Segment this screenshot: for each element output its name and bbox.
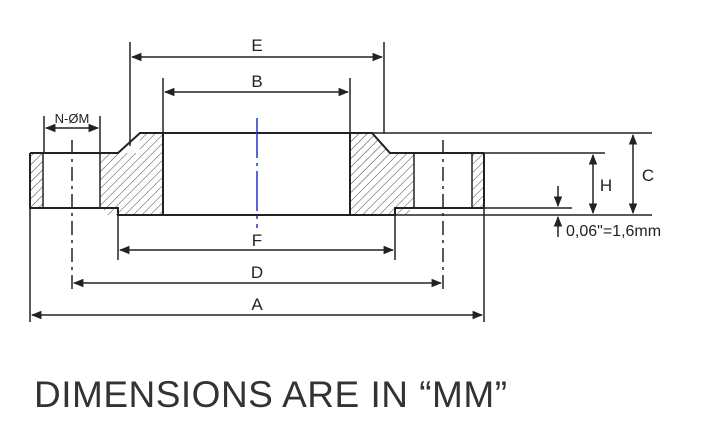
dimension-lines: [30, 52, 638, 320]
label-n-dia: N-ØM: [55, 111, 90, 126]
label-raised-face: 0,06"=1,6mm: [566, 223, 661, 240]
dimension-labels: E B N-ØM F D A C H 0,06"=1,6mm: [55, 36, 661, 314]
label-d: D: [251, 263, 263, 282]
label-c: C: [642, 166, 654, 185]
bolt-hole-centerlines: [71, 140, 444, 292]
hub-section-left: [104, 133, 163, 215]
flange-dimension-drawing: E B N-ØM F D A C H 0,06"=1,6mm: [29, 36, 661, 322]
bolt-hole-wall-right: [410, 153, 414, 208]
flange-section-right: [472, 153, 484, 208]
label-h: H: [600, 176, 612, 195]
label-a: A: [251, 295, 263, 314]
extension-lines: [29, 42, 485, 322]
label-f: F: [252, 231, 262, 250]
bolt-hole-wall-left: [100, 153, 104, 208]
flange-section-left: [30, 153, 43, 208]
units-caption: DIMENSIONS ARE IN “MM”: [34, 374, 508, 415]
flange-outline: [29, 132, 652, 216]
label-b: B: [251, 72, 262, 91]
label-e: E: [251, 36, 262, 55]
hub-section-right: [350, 133, 410, 215]
